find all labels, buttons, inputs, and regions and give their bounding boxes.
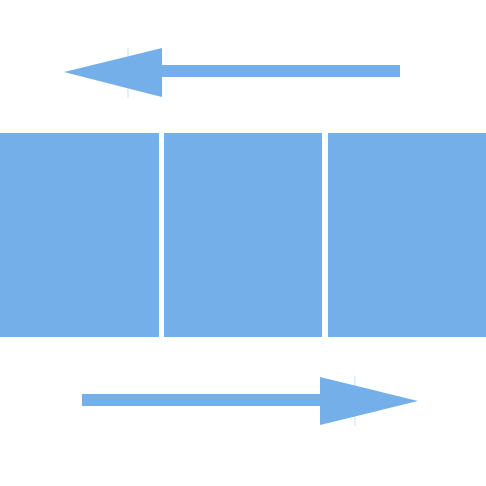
arrow-right-head: [320, 377, 418, 425]
arrow-left-shaft: [155, 65, 400, 77]
panel-right: [328, 133, 486, 337]
arrow-left-icon: [64, 48, 400, 98]
arrow-left-head: [64, 48, 162, 97]
panels-group: [0, 133, 486, 337]
panel-left: [0, 133, 159, 337]
arrow-right-icon: [82, 376, 418, 426]
panel-middle: [164, 133, 322, 337]
arrow-right-shaft: [82, 394, 327, 406]
